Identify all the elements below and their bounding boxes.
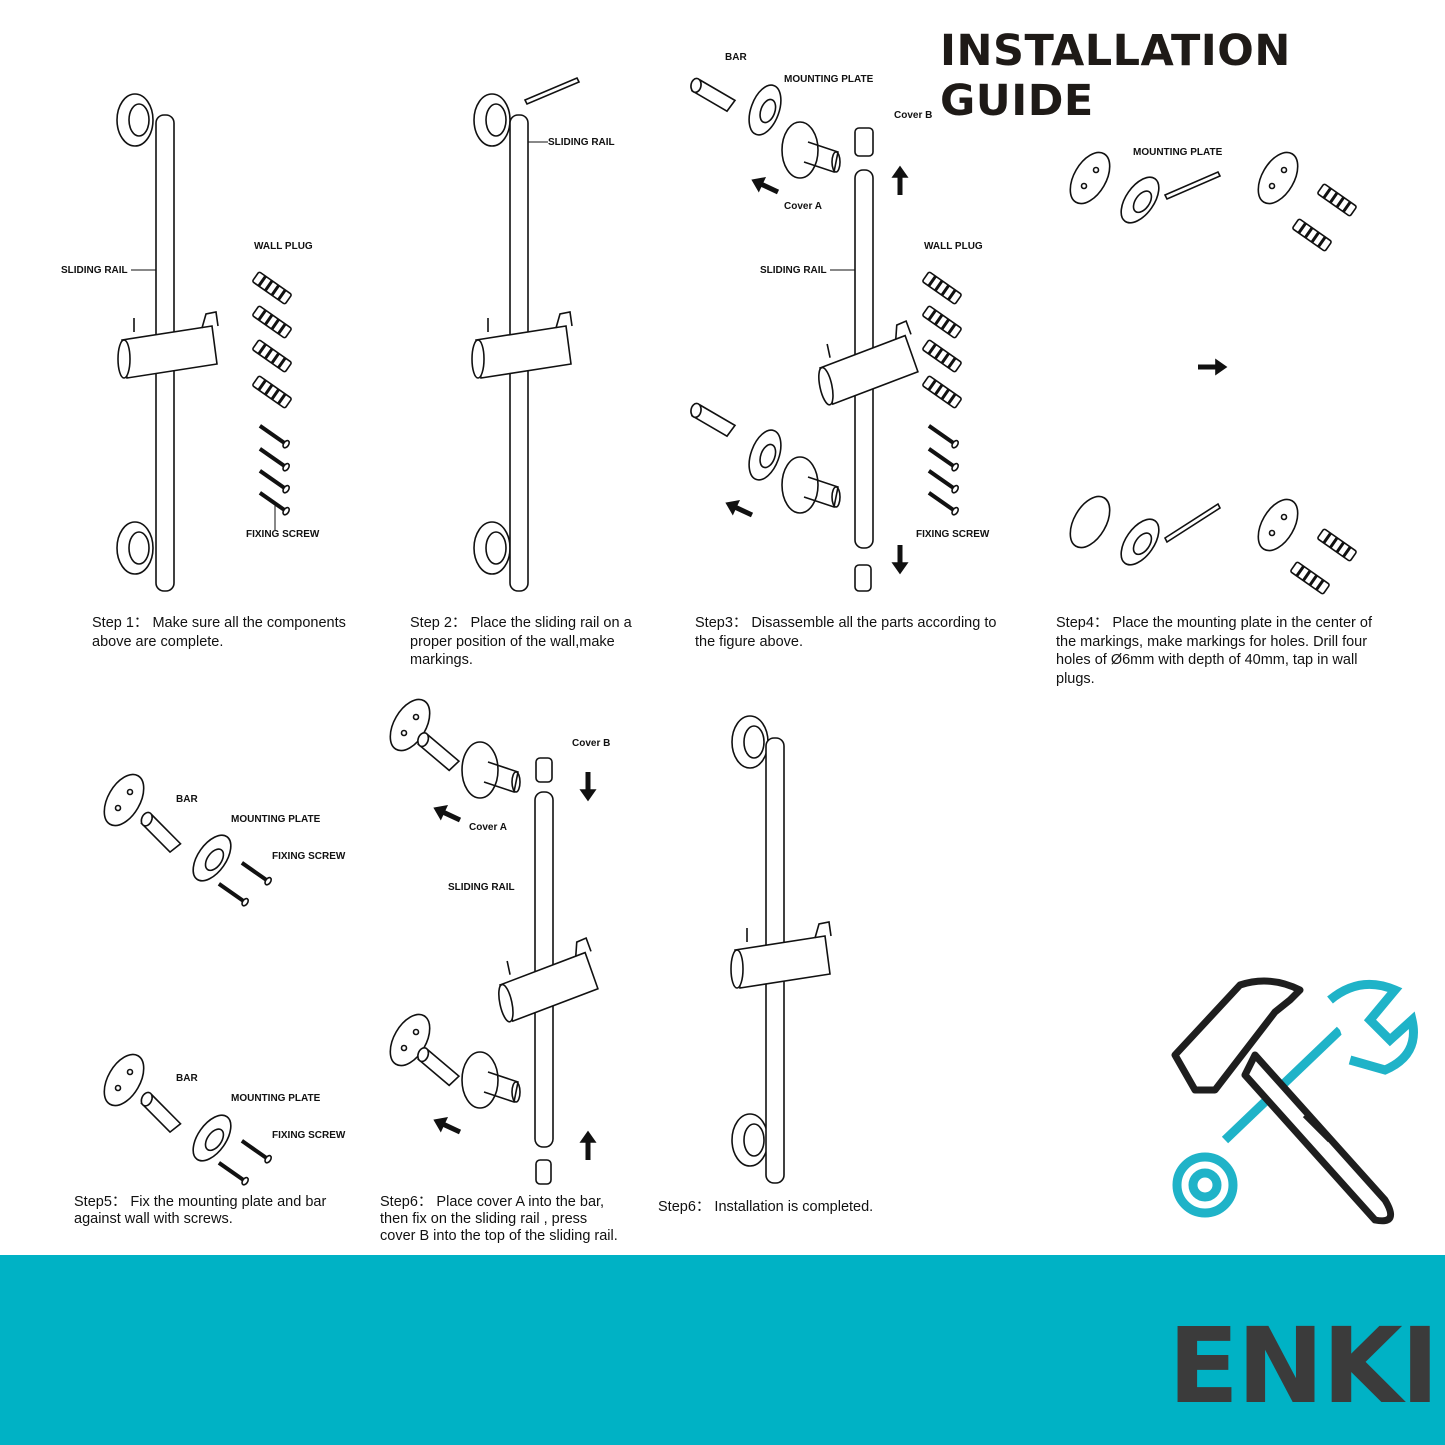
- step-4-text: Step4： Place the mounting plate in the c…: [1056, 615, 1372, 687]
- label-sliding-rail: SLIDING RAIL: [61, 265, 128, 276]
- step-1-text: Step 1： Make sure all the components abo…: [92, 615, 346, 650]
- label-bar: BAR: [176, 1073, 198, 1084]
- step6-drawing: [381, 691, 603, 1185]
- label-sliding-rail: SLIDING RAIL: [448, 882, 515, 893]
- label-mounting-plate: MOUNTING PLATE: [784, 74, 874, 85]
- label-fixing-screw: FIXING SCREW: [246, 529, 320, 540]
- label-bar: BAR: [725, 52, 747, 63]
- label-fixing-screw: FIXING SCREW: [272, 851, 346, 862]
- label-fixing-screw: FIXING SCREW: [272, 1130, 346, 1141]
- hammer-icon: [1171, 977, 1395, 1225]
- step3-drawing: [686, 76, 964, 592]
- step-7-text: Step6： Installation is completed.: [658, 1199, 874, 1215]
- page-title: INSTALLATION GUIDE: [940, 26, 1291, 126]
- label-cover-a: Cover A: [784, 201, 822, 212]
- step7-drawing: [730, 715, 832, 1184]
- step1-drawing: [116, 93, 294, 592]
- label-cover-b: Cover B: [572, 738, 611, 749]
- step-5-text: Step5： Fix the mounting plate and bar ag…: [74, 1194, 327, 1227]
- wrench-icon: [1172, 979, 1418, 1218]
- label-wall-plug: WALL PLUG: [924, 241, 983, 252]
- enki-logo: ENKI: [1168, 1305, 1439, 1427]
- label-bar: BAR: [176, 794, 198, 805]
- step2-drawing: [471, 76, 581, 592]
- label-mounting-plate: MOUNTING PLATE: [231, 814, 321, 825]
- brand-footer-band: [0, 1255, 1445, 1445]
- step-3-text: Step3： Disassemble all the parts accordi…: [695, 615, 997, 650]
- step-6-text: Step6： Place cover A into the bar, then …: [380, 1194, 618, 1244]
- label-mounting-plate: MOUNTING PLATE: [1133, 147, 1223, 158]
- arrow-right-icon: [1198, 360, 1226, 374]
- step-2-text: Step 2： Place the sliding rail on a prop…: [410, 615, 632, 668]
- step4-drawing: [1061, 144, 1359, 596]
- step5-drawing: [95, 766, 275, 1188]
- label-sliding-rail: SLIDING RAIL: [548, 137, 615, 148]
- label-mounting-plate: MOUNTING PLATE: [231, 1093, 321, 1104]
- label-cover-a: Cover A: [469, 822, 507, 833]
- label-cover-b: Cover B: [894, 110, 933, 121]
- label-sliding-rail: SLIDING RAIL: [760, 265, 827, 276]
- label-fixing-screw: FIXING SCREW: [916, 529, 990, 540]
- label-wall-plug: WALL PLUG: [254, 241, 313, 252]
